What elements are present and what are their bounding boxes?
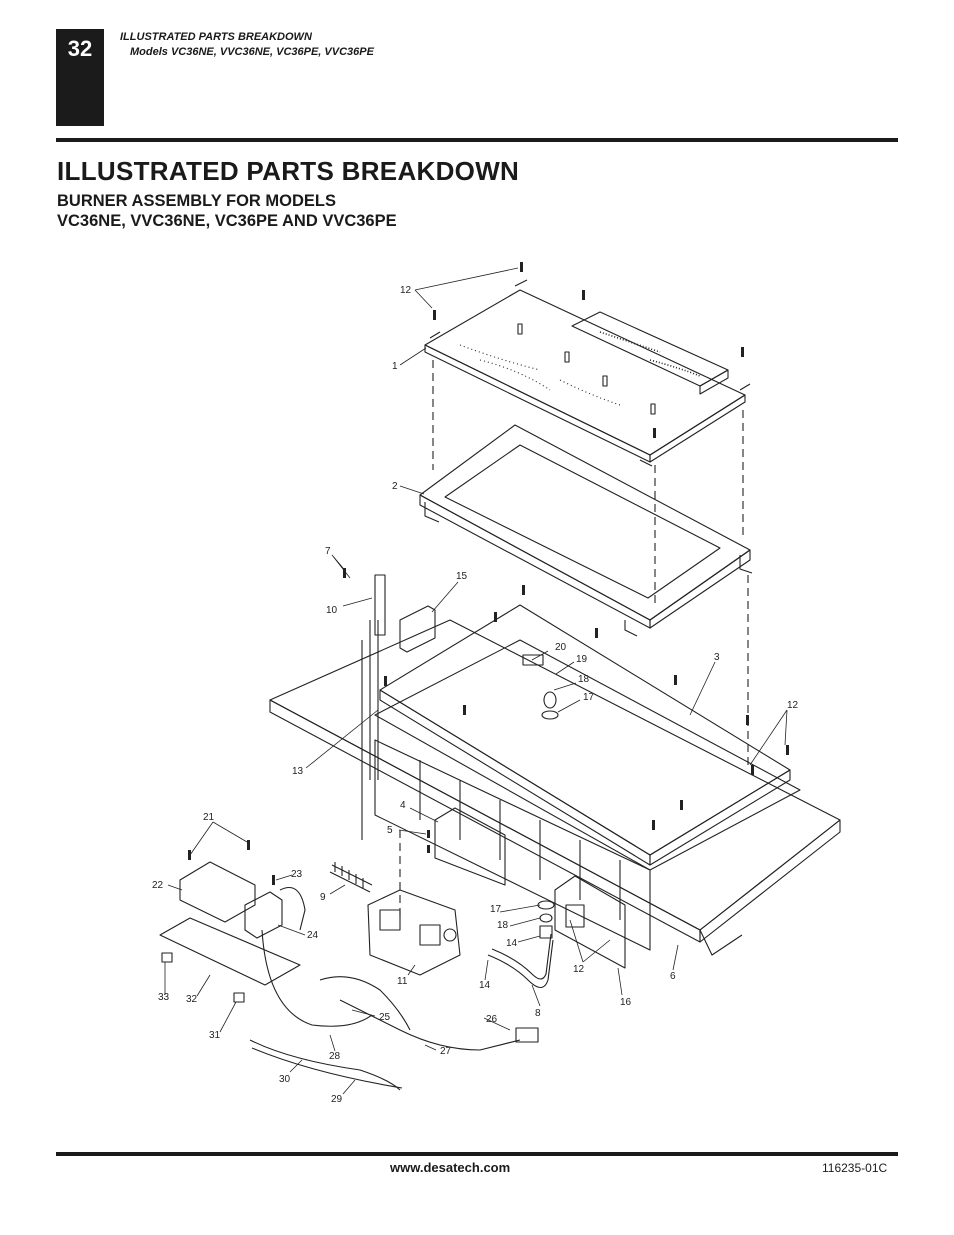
burner-top-plate xyxy=(379,604,791,866)
callout-14b: 14 xyxy=(479,980,491,991)
callout-23: 23 xyxy=(291,869,303,880)
callout-20: 20 xyxy=(555,642,567,653)
subtitle-line-1: BURNER ASSEMBLY FOR MODELS xyxy=(57,192,337,210)
callout-15: 15 xyxy=(456,571,468,582)
running-header-models: Models VC36NE, VVC36NE, VC36PE, VVC36PE xyxy=(130,46,374,58)
callout-2: 2 xyxy=(392,481,398,492)
callout-21: 21 xyxy=(203,812,215,823)
callout-18a: 18 xyxy=(578,674,590,685)
callout-4: 4 xyxy=(400,800,406,811)
header-rule xyxy=(56,138,898,142)
page-subtitle: BURNER ASSEMBLY FOR MODELS VC36NE, VVC36… xyxy=(57,191,397,231)
page-number: 32 xyxy=(67,36,93,61)
subtitle-line-2: VC36NE, VVC36NE, VC36PE AND VVC36PE xyxy=(57,212,397,230)
fittings xyxy=(522,654,559,939)
callout-24: 24 xyxy=(307,930,319,941)
callout-26: 26 xyxy=(486,1014,498,1025)
callout-12b: 12 xyxy=(787,700,799,711)
access-panel xyxy=(554,875,626,969)
control-module xyxy=(159,861,306,986)
callout-29: 29 xyxy=(331,1094,343,1105)
callout-8: 8 xyxy=(535,1008,541,1019)
callout-12a: 12 xyxy=(400,285,412,296)
callout-30: 30 xyxy=(279,1074,291,1085)
callout-10: 10 xyxy=(326,605,338,616)
footer-website[interactable]: www.desatech.com xyxy=(390,1160,511,1175)
callout-25: 25 xyxy=(379,1012,391,1023)
callout-18b: 18 xyxy=(497,920,509,931)
callout-3: 3 xyxy=(714,652,720,663)
callout-28: 28 xyxy=(329,1051,341,1062)
page-number-tab xyxy=(56,29,104,126)
callout-6: 6 xyxy=(670,971,676,982)
gas-valve xyxy=(367,889,461,976)
callout-17a: 17 xyxy=(583,692,595,703)
clips xyxy=(161,952,245,1003)
callout-16: 16 xyxy=(620,997,632,1008)
footer-document-number: 116235-01C xyxy=(822,1161,888,1175)
callout-14a: 14 xyxy=(506,938,518,949)
valve-bracket xyxy=(434,807,506,886)
callout-13: 13 xyxy=(292,766,304,777)
callout-17b: 17 xyxy=(490,904,502,915)
callout-1: 1 xyxy=(392,361,398,372)
callout-33: 33 xyxy=(158,992,170,1003)
gasket-frame xyxy=(419,424,753,637)
running-header-section: ILLUSTRATED PARTS BREAKDOWN xyxy=(120,31,312,43)
screws xyxy=(188,262,789,885)
burner-pan xyxy=(269,619,841,956)
top-cover-panel xyxy=(424,279,751,467)
callout-5: 5 xyxy=(387,825,393,836)
callout-27: 27 xyxy=(440,1046,452,1057)
pilot-assembly xyxy=(361,574,436,840)
leader-lines xyxy=(164,267,788,1095)
page-title: ILLUSTRATED PARTS BREAKDOWN xyxy=(57,156,520,186)
callout-11: 11 xyxy=(397,976,408,987)
gas-tubing xyxy=(487,933,554,989)
callout-12c: 12 xyxy=(573,964,585,975)
wiring-harness xyxy=(249,929,539,1091)
callout-31: 31 xyxy=(209,1030,221,1041)
callout-9: 9 xyxy=(320,892,326,903)
footer-rule xyxy=(56,1152,898,1156)
alignment-lines xyxy=(399,360,749,920)
callout-7: 7 xyxy=(325,546,331,557)
callout-32: 32 xyxy=(186,994,198,1005)
callout-19: 19 xyxy=(576,654,588,665)
flex-connector xyxy=(329,862,373,893)
callout-22: 22 xyxy=(152,880,164,891)
